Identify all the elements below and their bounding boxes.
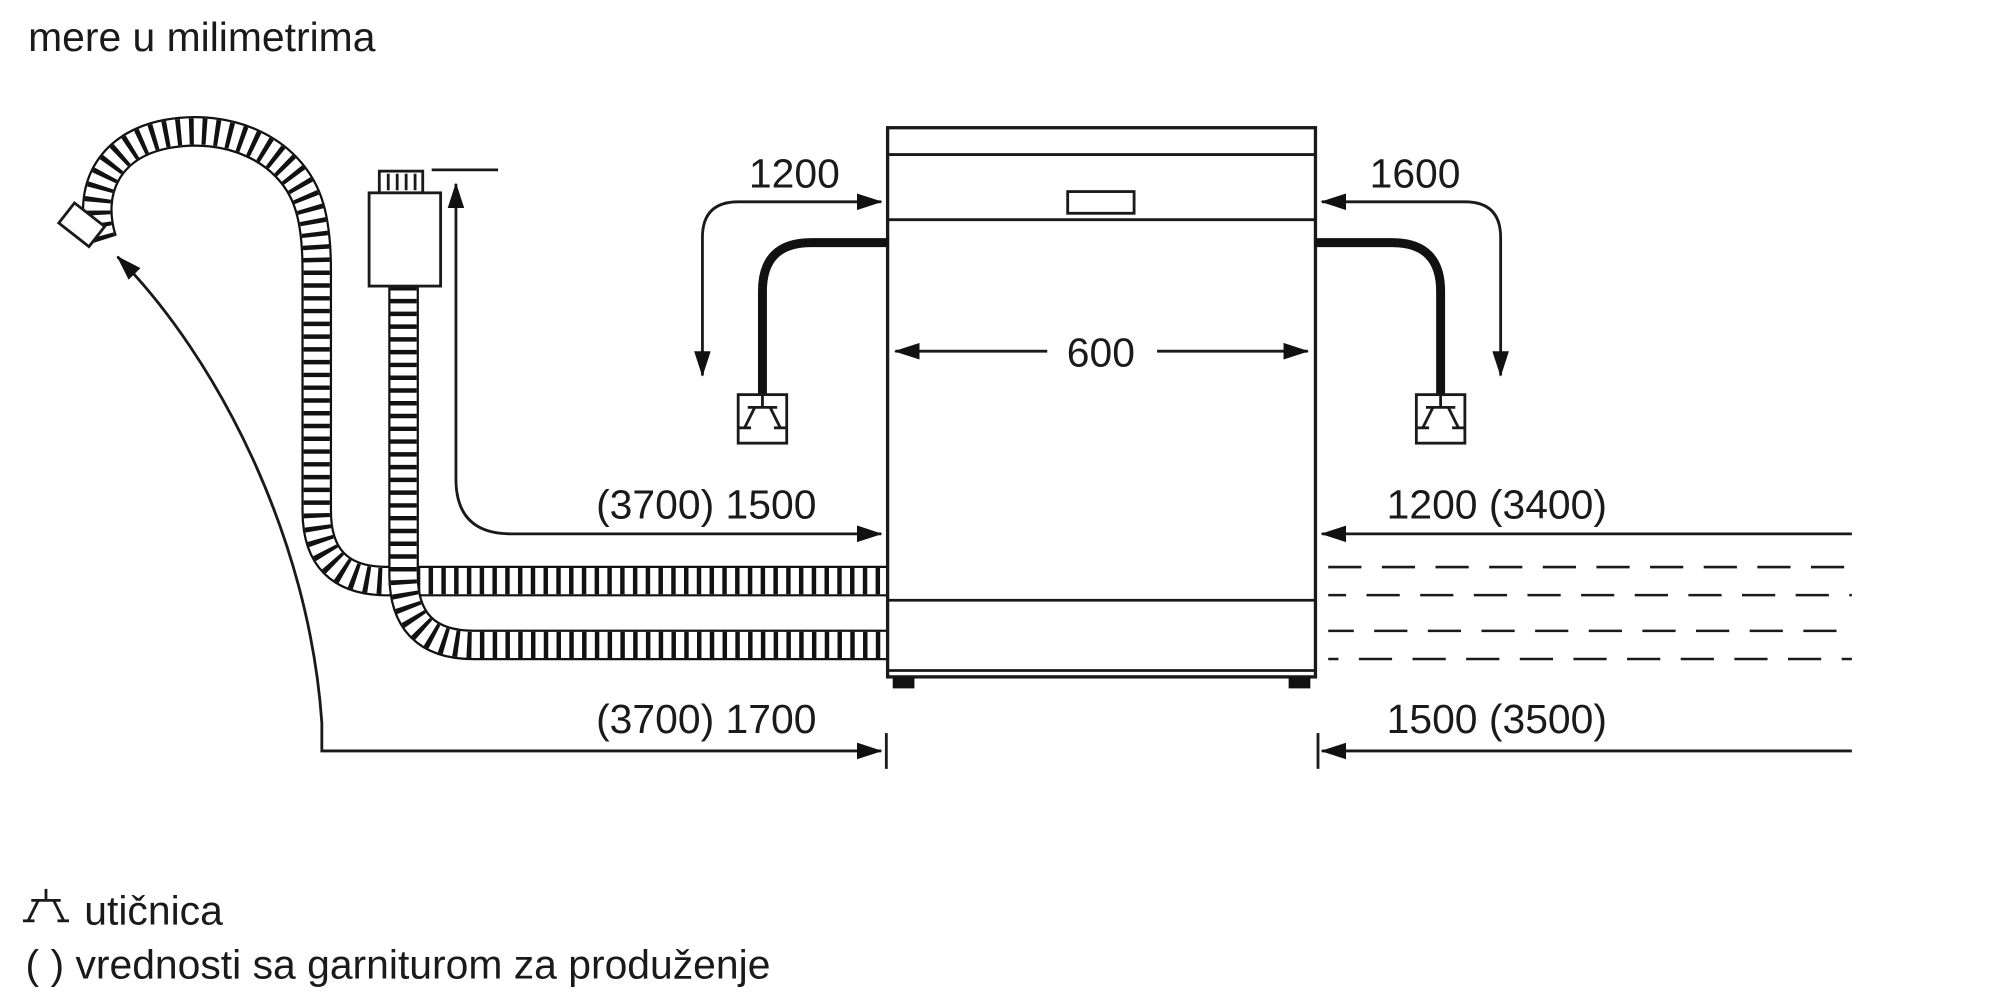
- dim-width: 600: [893, 326, 1310, 379]
- dim-drain-hose: (3700) 1700: [116, 255, 888, 769]
- dim-supply-hose: (3700) 1500: [431, 168, 883, 543]
- power-cable-left: [757, 238, 889, 395]
- legend-note: ( ) vrednosti sa garniturom za produženj…: [26, 941, 771, 987]
- dim-cord-left: 1200: [694, 151, 883, 377]
- foot-left: [892, 676, 915, 689]
- socket-icon-left: [736, 393, 789, 445]
- legend: utičnica ( ) vrednosti sa garniturom za …: [21, 887, 771, 987]
- page-title: mere u milimetrima: [28, 14, 376, 60]
- dim-width-label: 600: [1067, 330, 1135, 376]
- aquastop-valve: [367, 169, 443, 288]
- drain-hose: [56, 131, 887, 581]
- dim-cord-left-label: 1200: [749, 151, 840, 197]
- control-panel-display: [1066, 190, 1136, 215]
- dim-right-upper: 1200 (3400): [1320, 482, 1852, 543]
- dim-drain-hose-label: (3700) 1700: [596, 696, 816, 742]
- socket-icon-right: [1414, 393, 1467, 445]
- dim-right-upper-label: 1200 (3400): [1387, 482, 1607, 528]
- dishwasher: [885, 126, 1318, 689]
- dim-right-lower-label: 1500 (3500): [1387, 696, 1607, 742]
- power-cable-right: [1314, 238, 1446, 395]
- drain-hose-end-cap: [56, 200, 107, 249]
- dim-cord-right-label: 1600: [1370, 151, 1461, 197]
- extension-dashed-lines: [1328, 565, 1852, 661]
- foot-right: [1288, 676, 1311, 689]
- dim-right-lower: 1500 (3500): [1316, 696, 1852, 769]
- valve-body: [367, 191, 443, 288]
- socket-legend-icon: [21, 887, 71, 923]
- dim-supply-hose-label: (3700) 1500: [596, 482, 816, 528]
- dim-cord-right: 1600: [1320, 151, 1509, 377]
- dishwasher-outline: [885, 126, 1318, 679]
- legend-socket-label: utičnica: [84, 888, 223, 934]
